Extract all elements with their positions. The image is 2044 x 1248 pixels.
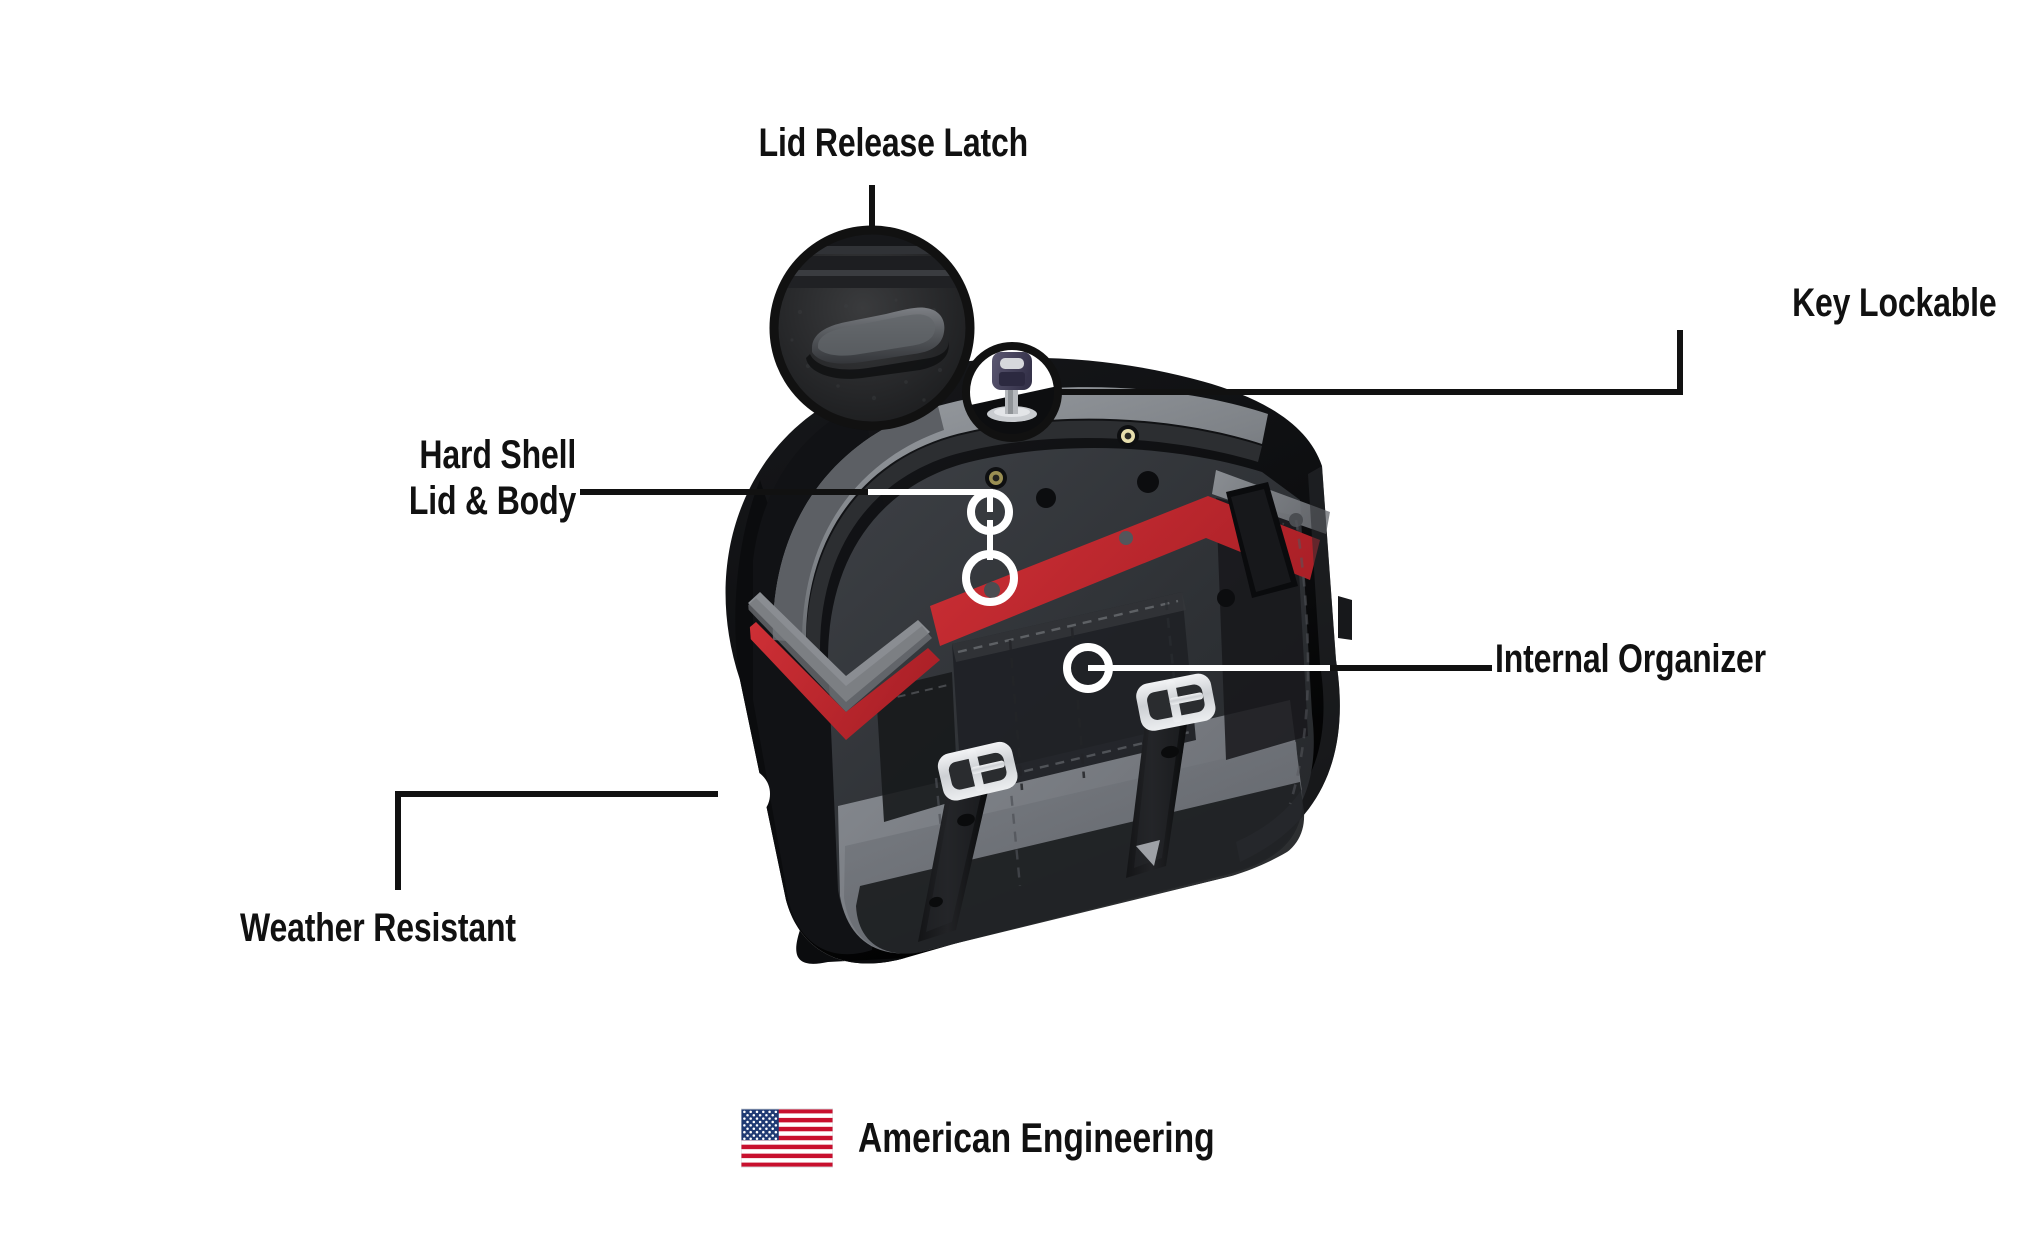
leader-key-lockable — [1058, 330, 1683, 395]
marker-weather-resistant — [718, 768, 770, 820]
hard-shell-line-2: Lid & Body — [408, 479, 576, 523]
detail-circle-lid-release-latch — [769, 225, 975, 431]
marker-hard-shell-upper — [967, 489, 1013, 535]
detail-circle-key-lockable — [962, 342, 1062, 442]
callout-label-lid-release-latch: Lid Release Latch — [758, 121, 1029, 165]
callout-markers — [718, 489, 1113, 820]
marker-hard-shell-lower — [962, 550, 1018, 606]
footer-label: American Engineering — [857, 1114, 1215, 1161]
callout-label-internal-organizer: Internal Organizer — [1495, 637, 1766, 681]
callout-label-weather-resistant: Weather Resistant — [240, 906, 516, 950]
leader-lines — [395, 185, 1683, 890]
footer-american-engineering: American Engineering — [0, 1108, 2044, 1168]
hard-shell-line-1: Hard Shell — [419, 433, 576, 477]
leader-weather-resistant — [395, 791, 718, 890]
us-flag-icon — [740, 1108, 833, 1168]
saddlebag-straps — [918, 673, 1216, 942]
saddlebag-body — [725, 357, 1352, 964]
callout-label-key-lockable: Key Lockable — [1791, 281, 1997, 325]
marker-internal-organizer — [1063, 643, 1113, 693]
